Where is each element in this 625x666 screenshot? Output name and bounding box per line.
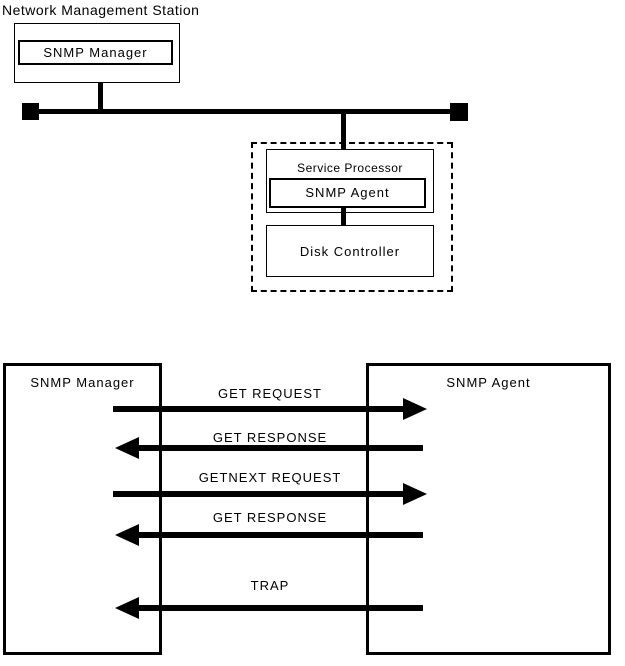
agent-disk-connector-line xyxy=(341,207,346,226)
message-label: GET RESPONSE xyxy=(212,510,328,525)
arrow-shaft xyxy=(138,605,423,611)
bus-terminator-right xyxy=(450,103,468,121)
arrow-left-icon xyxy=(115,524,139,546)
arrow-shaft xyxy=(113,491,404,497)
message-label: GET RESPONSE xyxy=(212,430,328,445)
network-bus-line xyxy=(30,109,459,114)
arrow-right-icon xyxy=(403,483,427,505)
message-label: GETNEXT REQUEST xyxy=(198,470,342,485)
manager-bus-connector-line xyxy=(98,82,103,110)
message-label: GET REQUEST xyxy=(218,386,322,401)
arrow-shaft xyxy=(138,532,423,538)
arrow-shaft xyxy=(113,406,404,412)
station-label: Network Management Station xyxy=(2,2,200,18)
arrow-left-icon xyxy=(115,597,139,619)
arrow-left-icon xyxy=(115,437,139,459)
bus-terminator-left xyxy=(22,103,39,120)
service-processor-label: Service Processor xyxy=(297,161,403,175)
message-label: TRAP xyxy=(250,578,290,593)
sequence-agent-label: SNMP Agent xyxy=(446,375,531,390)
snmp-agent-box: SNMP Agent xyxy=(269,178,426,208)
device-bus-connector-line xyxy=(341,113,346,150)
snmp-manager-box: SNMP Manager xyxy=(18,40,173,65)
disk-controller-box: Disk Controller xyxy=(266,225,434,277)
arrow-shaft xyxy=(138,445,423,451)
arrow-right-icon xyxy=(403,398,427,420)
sequence-manager-label: SNMP Manager xyxy=(30,375,135,390)
managed-device-dashed-box xyxy=(251,142,453,292)
